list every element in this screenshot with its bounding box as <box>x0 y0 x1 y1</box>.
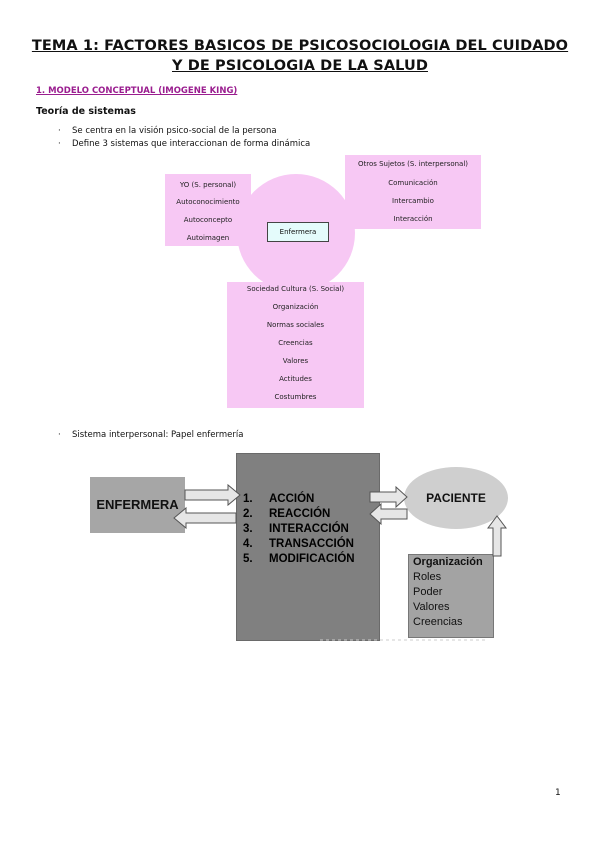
social-item: Actitudes <box>279 375 312 383</box>
page-number: 1 <box>555 788 561 798</box>
process-step: 1. ACCIÓN <box>243 492 355 507</box>
bullet-marker: · <box>58 139 61 149</box>
step-number: 3. <box>243 523 253 535</box>
social-item: Creencias <box>278 339 313 347</box>
personal-title: YO (S. personal) <box>179 181 237 189</box>
process-steps-list: 1. ACCIÓN 2. REACCIÓN 3. INTERACCIÓN 4. TRAN… <box>243 492 355 567</box>
org-item: Valores <box>413 601 450 613</box>
bullet-item: · Sistema interpersonal: Papel enfermería <box>58 430 243 441</box>
interpersonal-item: Comunicación <box>388 179 438 187</box>
enfermera-box: ENFERMERA <box>90 477 185 533</box>
interpersonal-title: Otros Sujetos (S. interpersonal) <box>357 160 469 168</box>
bullet-text: Sistema interpersonal: Papel enfermería <box>72 430 244 440</box>
step-label: REACCIÓN <box>269 508 331 520</box>
process-step: 3. INTERACCIÓN <box>243 522 355 537</box>
section-heading: 1. MODELO CONCEPTUAL (IMOGENE KING) <box>36 86 238 96</box>
arrow-left-icon <box>173 506 237 530</box>
process-step: 5. MODIFICACIÓN <box>243 552 355 567</box>
process-box: 1. ACCIÓN 2. REACCIÓN 3. INTERACCIÓN 4. TRAN… <box>236 453 380 641</box>
social-title: Sociedad Cultura (S. Social) <box>246 285 345 293</box>
social-item: Organización <box>272 303 319 311</box>
arrow-right-icon <box>184 483 241 507</box>
step-label: ACCIÓN <box>269 493 315 505</box>
arrow-up-icon <box>487 515 507 557</box>
org-item: Creencias <box>413 616 463 628</box>
paciente-ellipse: PACIENTE <box>404 467 508 529</box>
social-item: Costumbres <box>274 393 317 401</box>
social-system-box: Sociedad Cultura (S. Social) Organizació… <box>227 282 364 408</box>
arrow-left-icon <box>369 502 408 526</box>
personal-item: Autoconocimiento <box>176 198 240 206</box>
step-number: 2. <box>243 508 253 520</box>
bullet-item: · Define 3 sistemas que interaccionan de … <box>58 139 310 150</box>
organization-box: Organización Roles Poder Valores Creenci… <box>408 554 494 638</box>
personal-item: Autoimagen <box>186 234 230 242</box>
step-number: 4. <box>243 538 253 550</box>
process-step: 4. TRANSACCIÓN <box>243 537 355 552</box>
interpersonal-item: Intercambio <box>392 197 434 205</box>
step-label: MODIFICACIÓN <box>269 553 355 565</box>
org-item: Poder <box>413 586 443 598</box>
process-step: 2. REACCIÓN <box>243 507 355 522</box>
bullet-marker: · <box>58 126 61 136</box>
step-label: INTERACCIÓN <box>269 523 349 535</box>
bullet-text: Define 3 sistemas que interaccionan de f… <box>72 139 311 149</box>
social-item: Valores <box>282 357 309 365</box>
personal-system-box: YO (S. personal) Autoconocimiento Autoco… <box>165 174 251 246</box>
personal-item: Autoconcepto <box>183 216 233 224</box>
step-number: 5. <box>243 553 253 565</box>
bullet-marker: · <box>58 430 61 440</box>
enfermera-center-box: Enfermera <box>267 222 329 242</box>
org-item: Roles <box>413 571 442 583</box>
org-title: Organización <box>413 556 483 568</box>
arrow-right-icon <box>369 485 408 509</box>
subheading: Teoría de sistemas <box>36 106 136 117</box>
interpersonal-item: Interacción <box>393 215 433 223</box>
bullet-text: Se centra en la visión psico-social de l… <box>72 126 277 136</box>
interpersonal-system-box: Otros Sujetos (S. interpersonal) Comunic… <box>345 155 481 229</box>
page-title: TEMA 1: FACTORES BASICOS DE PSICOSOCIOLO… <box>31 38 569 74</box>
bullet-item: · Se centra en la visión psico-social de … <box>58 126 277 137</box>
step-label: TRANSACCIÓN <box>269 538 354 550</box>
social-item: Normas sociales <box>266 321 325 329</box>
step-number: 1. <box>243 493 253 505</box>
